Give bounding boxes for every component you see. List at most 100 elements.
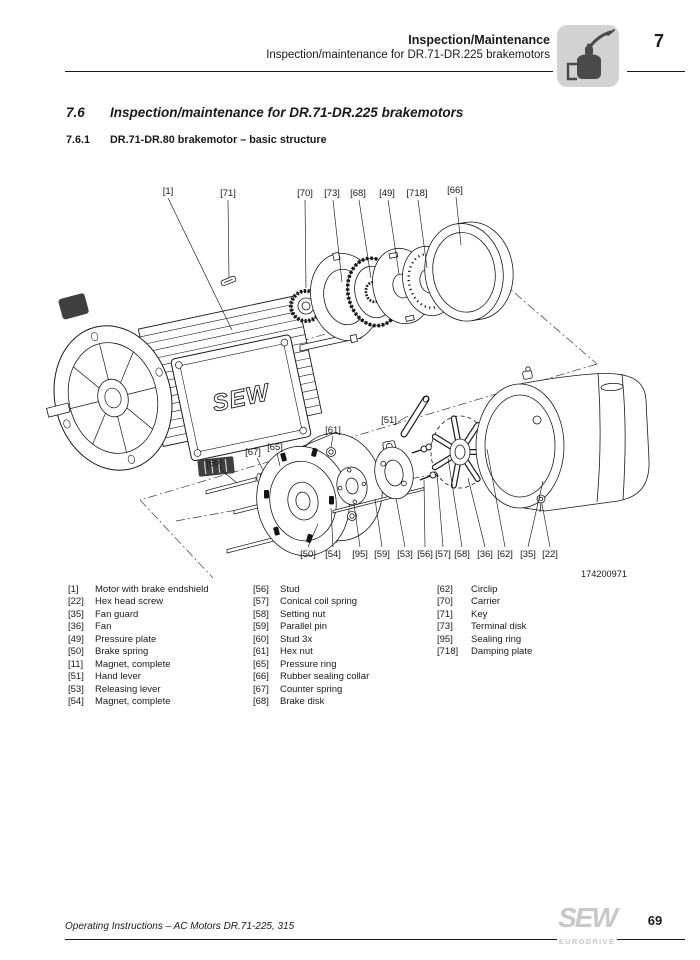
parts-list-item: [56] Stud [253, 584, 439, 596]
leader-line [374, 498, 383, 548]
callout-label: [22] [542, 549, 558, 560]
chapter-number: 7 [653, 31, 664, 51]
part-name: Brake disk [280, 696, 325, 708]
leader-line [467, 477, 486, 548]
part-name: Carrier [471, 596, 501, 608]
callout-label: [66] [447, 185, 463, 196]
part-name: Magnet, complete [95, 696, 171, 708]
fan-guard-part [475, 366, 650, 513]
hand-lever-part [400, 395, 430, 438]
part-ref: [53] [68, 683, 84, 695]
leader-line [387, 199, 400, 275]
callout-label: [70] [297, 188, 313, 199]
part-ref: [49] [68, 633, 84, 645]
part-ref: [62] [437, 584, 453, 595]
part-name: Key [471, 608, 488, 620]
leader-line [436, 472, 444, 548]
part-name: Pressure ring [280, 658, 337, 670]
logo-main-text: SEW [558, 902, 618, 933]
exploded-diagram: SEW [46, 185, 650, 579]
leader-line [358, 199, 372, 279]
leader-line [304, 199, 307, 289]
part-name: Circlip [471, 584, 498, 595]
key-part [220, 275, 237, 287]
callout-label: [67] [245, 447, 261, 458]
part-ref: [59] [253, 621, 269, 633]
parts-list-item: [66]Rubber sealing collar [253, 671, 439, 683]
leader-line [332, 199, 343, 283]
callout-label: [95] [352, 549, 368, 560]
parts-list-item: [61]Hex nut [253, 646, 439, 658]
parts-list-item: [11] Magnet, complete [68, 659, 254, 671]
leader-line [167, 197, 233, 331]
callout-layer: [1][71][70][73][68][49][718][66][60][67]… [163, 185, 558, 560]
part-name: Hex nut [280, 646, 313, 658]
parts-list-item: [50]Brake spring [68, 646, 254, 658]
part-name: Counter spring [280, 683, 343, 695]
part-name: Conical coil spring [280, 596, 358, 608]
section-title: Inspection/maintenance for DR.71-DR.225 … [110, 105, 464, 120]
part-name: Rubber sealing collar [280, 671, 370, 683]
part-ref: [58] [253, 608, 269, 620]
callout-label: [50] [300, 549, 316, 560]
leader-line [541, 503, 551, 548]
parts-list-item: [718]Damping plate [437, 646, 677, 658]
header-divider-left [65, 71, 553, 73]
part-name: Parallel pin [280, 621, 327, 633]
part-name: Fan guard [95, 608, 139, 620]
part-ref: [71] [437, 608, 453, 620]
leader-line [219, 468, 238, 484]
callout-label: [718] [406, 188, 427, 199]
parts-list-item: [67] Counter spring [253, 684, 439, 696]
leader-line [256, 457, 264, 471]
part-ref: [50] [68, 646, 84, 658]
callout-label: [62] [497, 549, 513, 560]
part-ref: [718] [437, 646, 459, 658]
part-ref: [60] [253, 633, 269, 645]
part-ref: [57] [253, 596, 269, 608]
leader-line [397, 415, 409, 423]
part-ref: [65] [253, 658, 269, 670]
sew-eurodrive-logo: SEW EURODRIVE [549, 902, 625, 949]
callout-label: [59] [374, 549, 390, 560]
callout-label: [68] [350, 188, 366, 199]
parts-list-item: [59] Parallel pin [253, 621, 439, 633]
part-ref: [22] [68, 596, 84, 608]
part-ref: [56] [253, 584, 269, 595]
part-ref: [54] [68, 696, 84, 708]
parts-list-item: [22]Hex head screw [68, 596, 254, 608]
callout-label: [1] [163, 186, 174, 197]
part-ref: [11] [68, 658, 84, 670]
callout-label: [56] [417, 549, 433, 560]
parts-list-column-3: [62] Circlip [70] Carrier [71] Key [73] Termina… [437, 584, 677, 659]
part-name: Magnet, complete [95, 658, 171, 670]
oil-can-icon-graphic [566, 29, 615, 81]
part-name: Hand lever [95, 671, 141, 683]
subsection-title: DR.71-DR.80 brakemotor – basic structure [110, 134, 327, 146]
part-name: Terminal disk [471, 621, 527, 633]
leader-line [486, 448, 506, 548]
callout-label: [51] [381, 415, 397, 426]
part-name: Fan [95, 621, 112, 633]
part-ref: [67] [253, 683, 269, 695]
parts-list-item: [51]Hand lever [68, 671, 254, 683]
callout-label: [53] [397, 549, 413, 560]
parts-list-item: [57] Conical coil spring [253, 596, 439, 608]
parts-list-item: [65] Pressure ring [253, 659, 439, 671]
callout-label: [65] [267, 442, 283, 453]
parts-list-item: [53]Releasing lever [68, 684, 254, 696]
callout-label: [71] [220, 188, 236, 199]
callout-label: [49] [379, 188, 395, 199]
leader-line [276, 452, 281, 467]
parts-list-item: [36]Fan [68, 621, 254, 633]
leader-line [527, 480, 544, 548]
part-ref: [70] [437, 596, 453, 608]
part-ref: [73] [437, 621, 453, 633]
leader-line [455, 196, 462, 246]
callout-label: [35] [520, 549, 536, 560]
header-divider-right [627, 71, 685, 73]
footer-divider [65, 939, 685, 941]
part-name: Stud [280, 584, 300, 595]
